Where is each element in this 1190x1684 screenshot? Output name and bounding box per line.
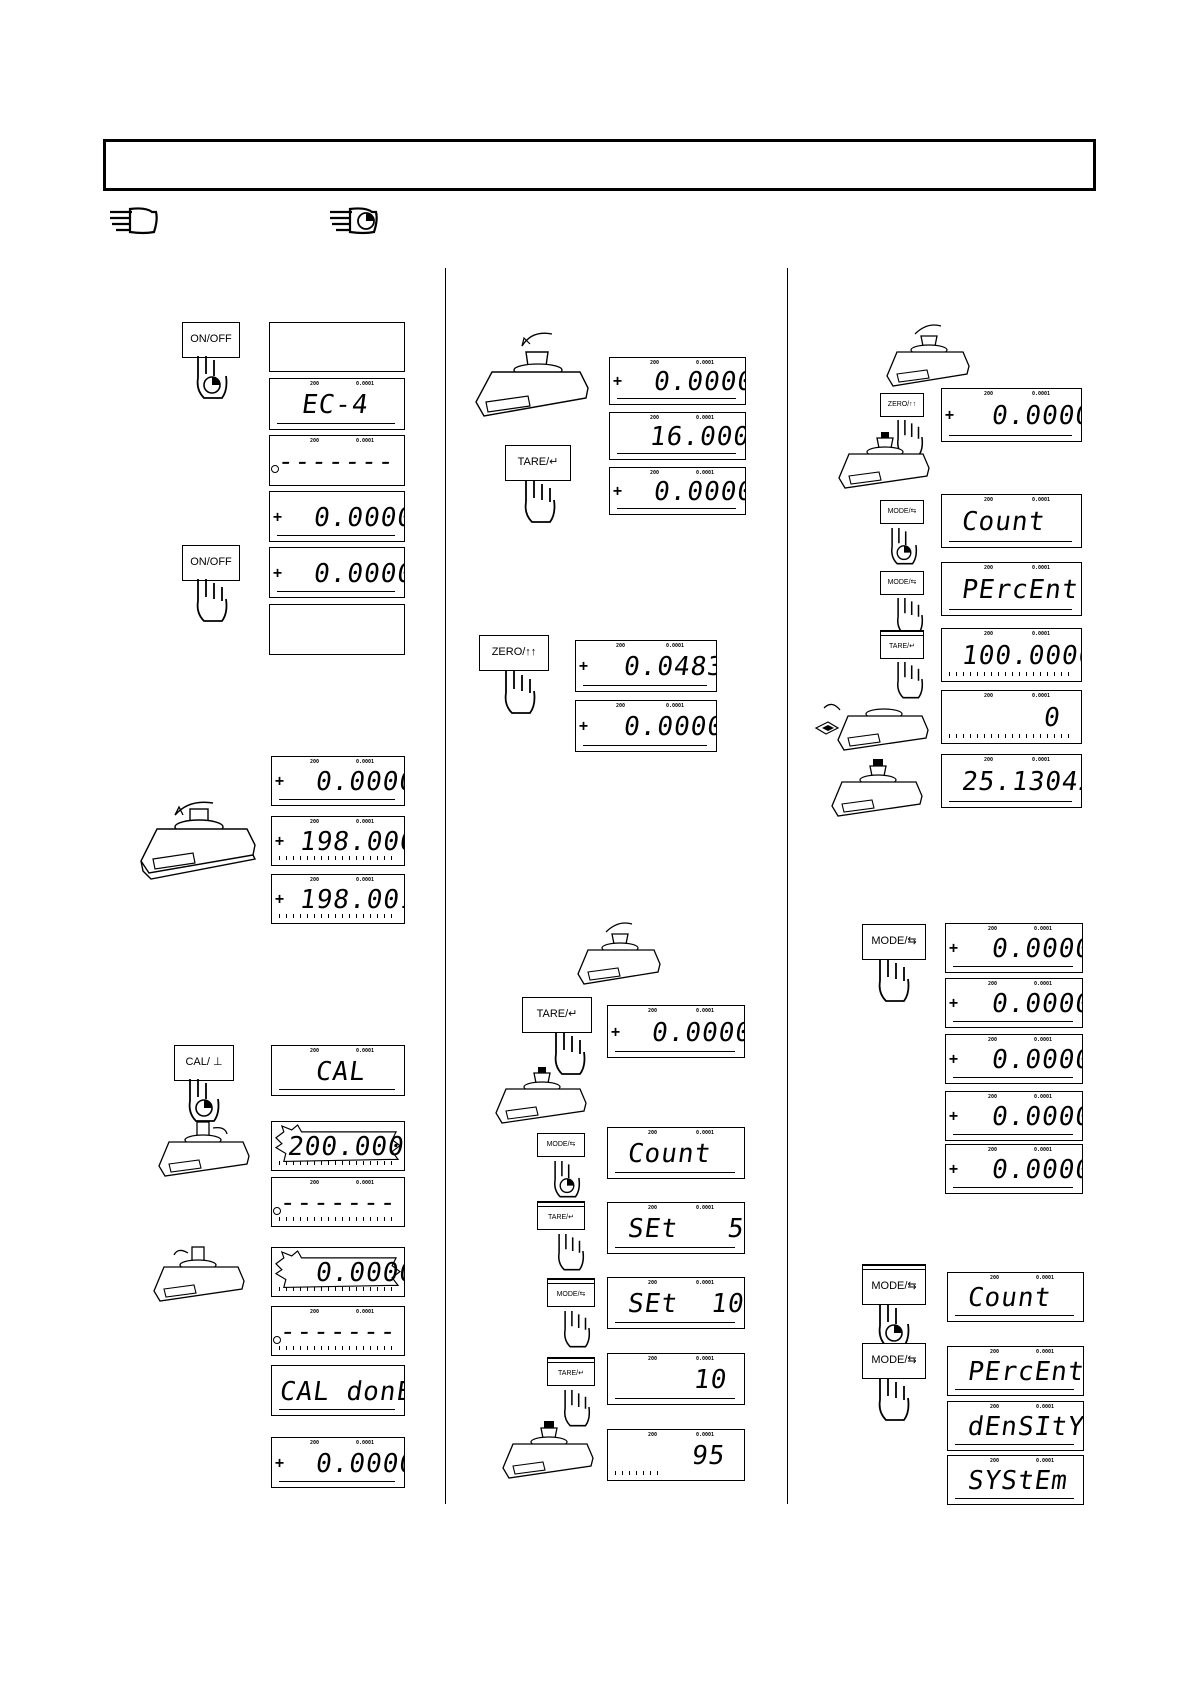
press-hand-icon [520,476,560,524]
tare-key[interactable]: TARE/↵ [547,1362,595,1386]
column-divider [787,268,788,1504]
press-and-hold-hand-icon [192,352,232,400]
press-and-hold-hand-icon [874,1300,914,1348]
tare-key[interactable]: TARE/↵ [537,1206,585,1230]
press-hand-icon [500,667,540,715]
mode-key[interactable]: MODE/⇆ [537,1133,585,1157]
press-hand-icon [560,1307,594,1349]
press-and-hold-hand-icon [550,1157,584,1199]
header-title-box [103,139,1096,191]
lcd-display: 0.0000 [271,1247,405,1297]
balance-with-samples-icon [490,1065,594,1127]
lcd-display: +0.0000 [269,547,405,598]
balance-with-container-icon [885,322,975,388]
press-hand-icon [874,1374,914,1422]
mode-key[interactable]: MODE/⇆ [880,571,924,595]
balance-with-cal-weight-icon [155,1118,255,1180]
balance-with-samples-icon [833,430,937,492]
balance-remove-sample-icon [812,694,936,756]
press-hand-icon [554,1230,588,1272]
zero-key[interactable]: ZERO/↑↑ [479,635,549,671]
mode-key[interactable]: MODE/⇆ [880,500,924,524]
press-hand-icon [192,575,232,623]
lcd-display [269,322,405,372]
press-hand-icon [893,594,927,636]
lcd-display: 200.0000 [271,1121,405,1171]
balance-with-samples-icon [497,1420,601,1482]
balance-with-container-icon [470,328,598,422]
lcd-display: +0.0000 [269,491,405,542]
balance-with-container-icon [576,920,666,986]
lcd-display: CAL donE [271,1365,405,1416]
press-hand-icon [874,955,914,1003]
press-and-hold-hand-icon [887,524,921,566]
balance-remove-weight-icon [148,1243,252,1305]
column-divider [445,268,446,1504]
lcd-display [269,604,405,655]
balance-with-samples-icon [826,758,930,820]
press-and-hold-hand-icon [184,1075,224,1123]
mode-key[interactable]: MODE/⇆ [547,1283,595,1307]
balance-with-weight-icon [135,793,261,881]
press-briefly-hand-icon [108,204,162,240]
tare-key[interactable]: TARE/↵ [880,635,924,659]
zero-key[interactable]: ZERO/↑↑ [880,393,924,417]
press-and-hold-hand-icon [328,204,386,240]
